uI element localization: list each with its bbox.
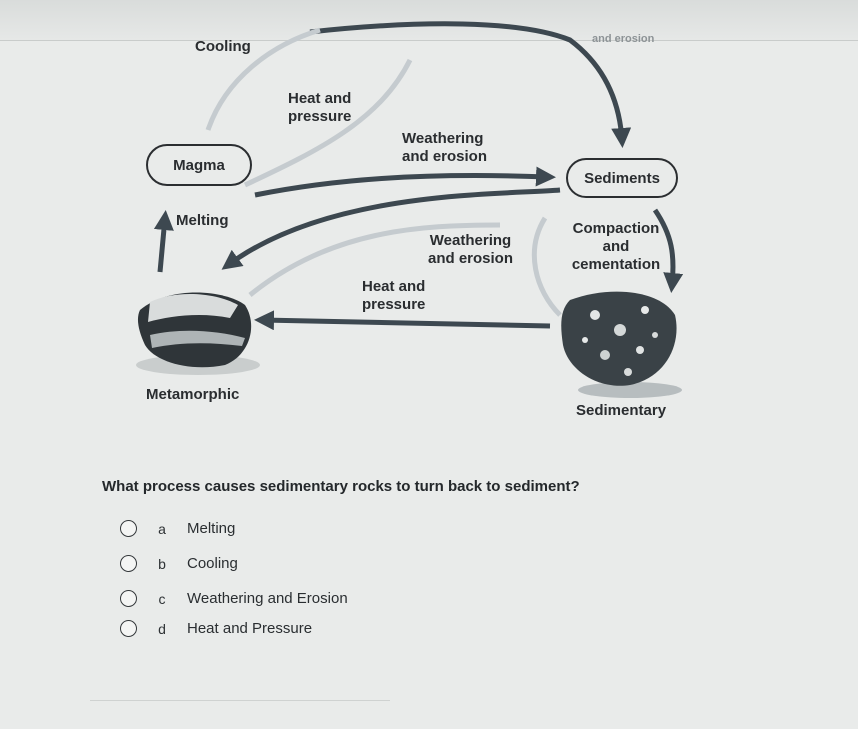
label-weathering-mid: Weathering and erosion — [428, 232, 514, 267]
arrow-heat-pressure-mid — [248, 222, 501, 297]
arrow-weathering-top — [254, 166, 556, 198]
browser-top-bar — [0, 0, 858, 41]
label-cooling: Cooling — [195, 38, 251, 55]
option-text: Heat and Pressure — [187, 620, 313, 637]
option-letter: c — [158, 590, 166, 607]
arrow-to-metamorphic — [254, 310, 551, 331]
sediments-node: Sediments — [566, 158, 678, 198]
option-text: Weathering and Erosion — [187, 590, 348, 607]
option-text: Cooling — [187, 555, 238, 572]
radio-c[interactable] — [120, 590, 137, 607]
option-letter: d — [158, 620, 166, 637]
arrow-weathering-mid — [221, 187, 561, 270]
magma-node: Magma — [146, 144, 252, 186]
label-melting: Melting — [176, 212, 229, 229]
label-heat-pressure-top: Heat and pressure — [288, 90, 352, 125]
arrow-heat-pressure-top — [243, 58, 413, 188]
label-heat-pressure-mid: Heat and pressure — [362, 278, 426, 313]
option-letter: a — [158, 520, 166, 537]
arrow-melting — [153, 210, 174, 273]
metamorphic-rock-image — [136, 292, 260, 375]
question-text: What process causes sedimentary rocks to… — [102, 478, 580, 495]
arrow-cooling — [205, 27, 321, 131]
option-b[interactable]: b Cooling — [120, 555, 238, 572]
option-c[interactable]: c Weathering and Erosion — [120, 590, 348, 607]
radio-b[interactable] — [120, 555, 137, 572]
rock-cycle-diagram — [136, 21, 684, 398]
option-text: Melting — [187, 520, 236, 537]
option-a[interactable]: a Melting — [120, 520, 235, 537]
label-weathering-top: Weathering and erosion — [402, 130, 488, 165]
arrow-compaction-left — [531, 216, 562, 317]
label-compaction: Compaction and cementation — [571, 220, 661, 273]
option-d[interactable]: d Heat and Pressure — [120, 620, 312, 637]
arrow-top-arc — [309, 21, 632, 148]
option-letter: b — [158, 555, 166, 572]
arrow-compaction-right — [652, 208, 684, 293]
sedimentary-rock-image — [561, 291, 682, 398]
radio-d[interactable] — [120, 620, 137, 637]
divider — [90, 700, 390, 701]
radio-a[interactable] — [120, 520, 137, 537]
label-partial-top-right: and erosion — [592, 33, 655, 45]
label-metamorphic: Metamorphic — [146, 386, 240, 403]
label-sedimentary: Sedimentary — [576, 402, 667, 419]
